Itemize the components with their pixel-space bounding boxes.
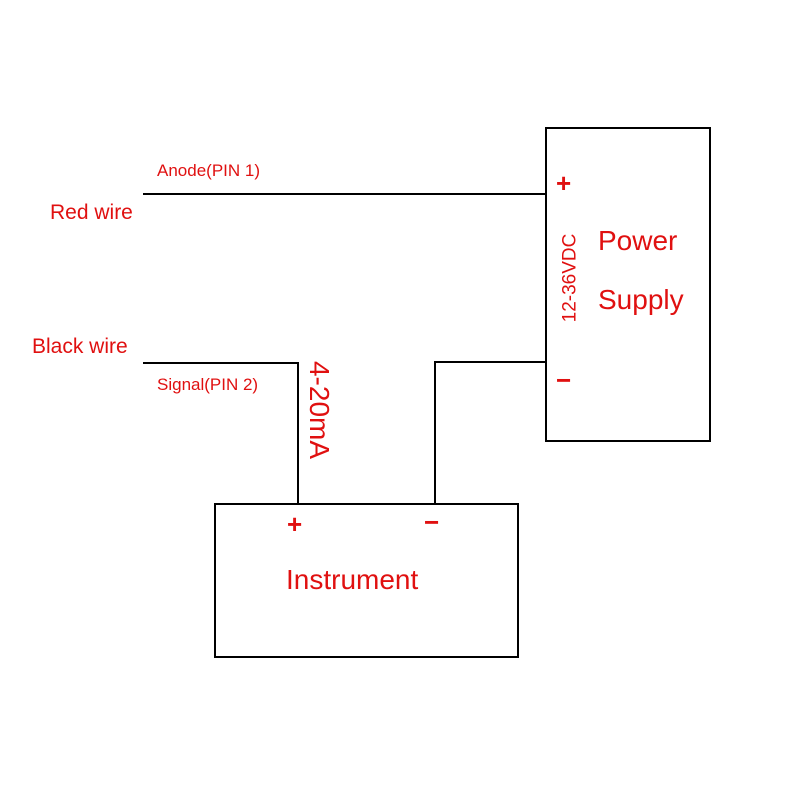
signal-drop-line xyxy=(297,362,299,504)
anode-pin-label: Anode(PIN 1) xyxy=(157,161,260,180)
black-wire-line xyxy=(143,362,299,364)
current-loop-label: 4-20mA xyxy=(304,360,335,460)
instrument-plus: + xyxy=(287,509,303,539)
negative-return-vertical xyxy=(434,361,436,503)
red-wire-label: Red wire xyxy=(50,201,133,224)
negative-return-horizontal xyxy=(434,361,546,363)
power-supply-voltage: 12-36VDC xyxy=(559,233,581,323)
power-supply-title-line1: Power xyxy=(598,225,678,256)
instrument-title: Instrument xyxy=(286,564,419,595)
signal-pin-label: Signal(PIN 2) xyxy=(157,375,259,394)
red-wire-line xyxy=(143,193,546,195)
power-supply-minus: − xyxy=(556,365,572,395)
instrument-minus: − xyxy=(424,507,440,537)
power-supply-title-line2: Supply xyxy=(598,284,684,315)
black-wire-label: Black wire xyxy=(32,335,128,358)
instrument-box xyxy=(214,503,519,658)
power-supply-box xyxy=(545,127,711,442)
power-supply-plus: + xyxy=(556,168,572,198)
